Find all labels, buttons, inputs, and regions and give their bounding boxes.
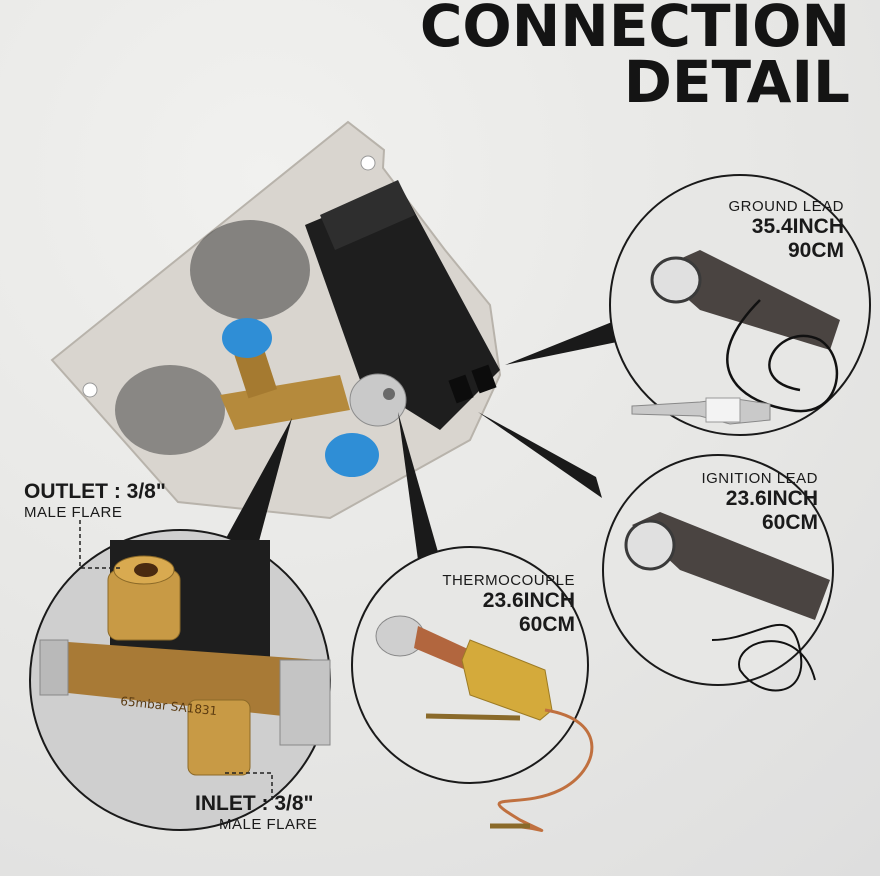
outlet-type: MALE FLARE	[24, 504, 123, 521]
probe	[425, 713, 521, 721]
silver-nut	[279, 659, 331, 746]
outlet-hole	[134, 563, 158, 577]
ignition-lead-inch: 23.6INCH	[725, 487, 818, 510]
ignition-box	[305, 185, 500, 430]
copper-sheath	[414, 626, 470, 670]
thermocouple-inch: 23.6INCH	[482, 589, 575, 612]
left-nut	[39, 639, 69, 696]
ground-wire	[726, 299, 839, 413]
silver-fitting	[349, 373, 407, 427]
thermocouple-label: THERMOCOUPLE 23.6INCH 60CM	[442, 572, 575, 637]
plate-hole	[360, 155, 376, 171]
thermocouple-cm: 60CM	[518, 613, 575, 636]
page-title: CONNECTION DETAIL	[419, 0, 850, 116]
ignition-lead-label: IGNITION LEAD 23.6INCH 60CM	[701, 470, 818, 535]
detail-valve-body	[40, 640, 320, 720]
shadow	[190, 220, 310, 320]
outlet-leader	[79, 520, 120, 569]
ignition-lead-sleeve	[632, 512, 830, 620]
inlet-leader	[225, 772, 273, 800]
ignition-wire	[711, 623, 816, 692]
inlet-label: INLET : 3/8" MALE FLARE	[195, 792, 317, 833]
ignition-box-top	[320, 180, 415, 250]
ground-lead-inch: 35.4INCH	[751, 215, 844, 238]
outlet-name: OUTLET : 3/8"	[24, 480, 166, 503]
ground-lead-label: GROUND LEAD 35.4INCH 90CM	[728, 198, 844, 263]
blue-cap-top	[222, 318, 272, 358]
lead-socket	[471, 364, 497, 394]
shadow	[115, 365, 225, 455]
ignition-lead-cm: 60CM	[761, 511, 818, 534]
plate-hole	[82, 382, 98, 398]
thermocouple-name: THERMOCOUPLE	[442, 572, 575, 589]
title-line-2: DETAIL	[623, 48, 850, 116]
inlet-flare	[187, 699, 251, 776]
brass-valve	[220, 375, 350, 430]
sleeve-end	[624, 519, 676, 571]
sleeve-end	[650, 256, 702, 304]
inlet-type: MALE FLARE	[219, 816, 318, 833]
pointer	[478, 412, 602, 498]
title-line-1: CONNECTION	[419, 0, 850, 60]
copper-tube	[497, 708, 594, 832]
brass-nut	[461, 639, 553, 721]
pointer	[225, 418, 292, 545]
lead-socket	[448, 374, 474, 404]
pointer	[398, 412, 438, 560]
ceramic-insulator	[705, 397, 741, 423]
fitting-bore	[383, 388, 395, 400]
ground-lead-name: GROUND LEAD	[728, 198, 844, 215]
blue-cap-bottom	[325, 433, 379, 477]
pointer	[505, 322, 617, 365]
outlet-label: OUTLET : 3/8" MALE FLARE	[24, 480, 166, 521]
ignition-lead-name: IGNITION LEAD	[701, 470, 818, 487]
ground-lead-cm: 90CM	[787, 239, 844, 262]
ground-lead-sleeve	[655, 250, 840, 350]
inlet-name: INLET : 3/8"	[195, 792, 314, 815]
